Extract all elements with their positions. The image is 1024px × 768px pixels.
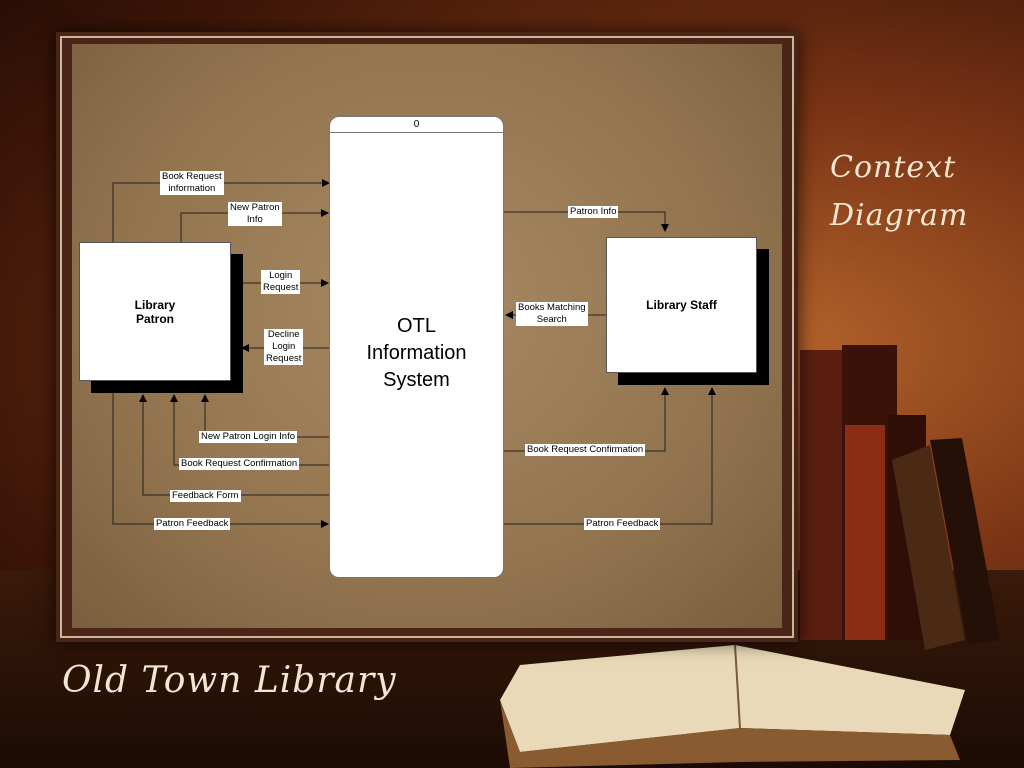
flow-line-book-request-confirmation-staff [503, 387, 669, 452]
book-spine [930, 438, 1000, 645]
flow-label-patron-feedback-staff: Patron Feedback [584, 518, 661, 530]
flow-line-feedback-form [139, 394, 329, 496]
flow-line-book-request-confirmation-patron [170, 394, 329, 466]
flow-label-book-request-information: Book Request information [160, 171, 224, 195]
flow-line-book-request-information [112, 179, 330, 242]
entity-library-staff: Library Staff [606, 237, 757, 373]
book-spine [800, 350, 842, 640]
flow-label-patron-feedback-patron: Patron Feedback [154, 518, 231, 530]
flow-label-new-patron-info: New Patron Info [228, 202, 282, 226]
process-name: OTL Information System [366, 315, 467, 391]
entity-library-patron: Library Patron [79, 242, 231, 381]
flow-line-patron-info [503, 211, 669, 232]
flow-label-book-request-confirmation-patron: Book Request Confirmation [179, 458, 300, 470]
open-book-spine [734, 644, 741, 729]
process-otl-information-system: 0 OTL Information System [329, 116, 504, 578]
flow-label-decline-login-request: Decline Login Request [264, 329, 304, 365]
footer-title: Old Town Library [62, 660, 397, 701]
open-book-shadow [500, 700, 960, 768]
entity-label: Library Staff [646, 298, 717, 312]
flow-label-feedback-form: Feedback Form [170, 490, 241, 502]
flow-label-book-request-confirmation-staff: Book Request Confirmation [525, 444, 646, 456]
flow-line-patron-feedback-staff [503, 387, 716, 525]
flow-label-login-request: Login Request [261, 270, 301, 294]
slide-title: Context Diagram [830, 150, 969, 233]
flow-label-patron-info: Patron Info [568, 206, 619, 218]
flow-line-patron-feedback-patron [112, 380, 329, 528]
process-id: 0 [330, 117, 503, 133]
book-spine [892, 445, 965, 650]
entity-label: Library Patron [134, 297, 176, 326]
open-book [500, 645, 965, 752]
book-spine [845, 425, 885, 640]
flow-label-books-matching-search: Books Matching Search [516, 302, 588, 326]
frame-inner-border [60, 36, 794, 638]
flow-label-new-patron-login-info: New Patron Login Info [199, 431, 298, 443]
